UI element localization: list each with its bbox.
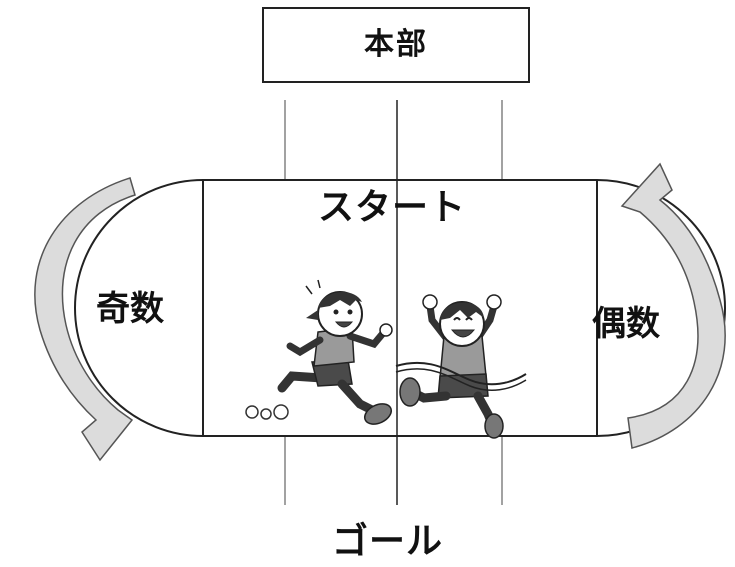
top-guide-lines [284, 100, 503, 180]
curved-arrow-down-icon [34, 177, 136, 462]
headquarters-label: 本部 [364, 27, 428, 62]
curved-arrow-up-icon [620, 162, 726, 449]
odd-number-label: 奇数 [96, 289, 164, 329]
even-number-label: 偶数 [592, 304, 660, 344]
headquarters-box [262, 7, 530, 83]
goal-label: ゴール [332, 521, 444, 562]
start-label: スタート [318, 187, 467, 228]
winning-child-illustration [395, 294, 527, 439]
bottom-guide-lines [284, 436, 503, 505]
running-child-illustration [245, 279, 393, 425]
